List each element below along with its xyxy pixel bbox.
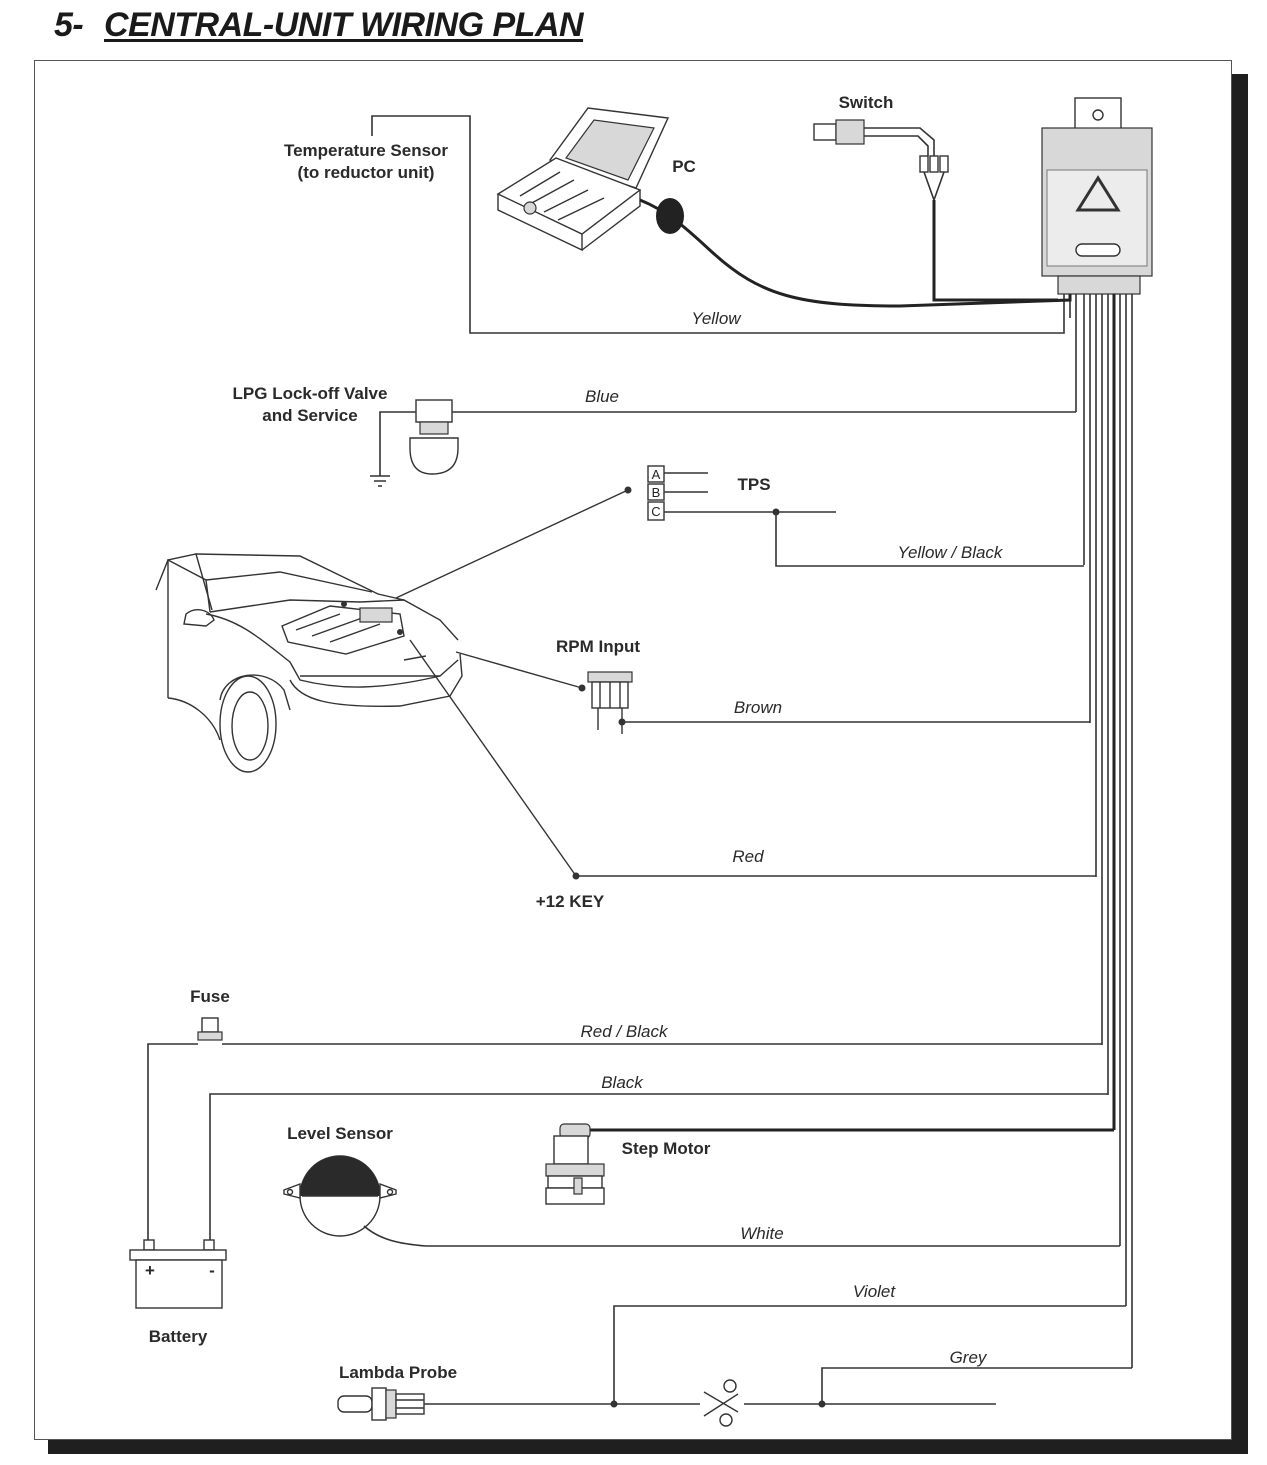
level-sensor: Level Sensor White (283, 1124, 1120, 1247)
cut-point (703, 1379, 739, 1427)
black-wire: Black (209, 1073, 1108, 1244)
tps-label: TPS (737, 475, 770, 494)
scissors-icon (703, 1391, 739, 1417)
wire-label-white: White (740, 1224, 783, 1243)
battery-plus-terminal: + (145, 1261, 155, 1280)
page-title: CENTRAL-UNIT WIRING PLAN (104, 6, 584, 44)
pc-laptop: PC (496, 107, 1072, 308)
fuse: Fuse Red / Black (147, 987, 1102, 1244)
wire-label-red-black: Red / Black (581, 1022, 669, 1041)
brand-logo-icon (1075, 175, 1121, 212)
lambda-probe: Lambda Probe (337, 1363, 996, 1421)
key-input: +12 KEY Red (409, 639, 1096, 911)
lpg-valve-sublabel: and Service (262, 406, 357, 425)
battery: + - Battery (129, 1239, 227, 1346)
wire-label-black: Black (601, 1073, 644, 1092)
rpm-input-label: RPM Input (556, 637, 640, 656)
rpm-input: RPM Input Brown (455, 637, 1090, 734)
step-motor-label: Step Motor (622, 1139, 711, 1158)
central-unit (1041, 97, 1153, 295)
lpg-valve-label: LPG Lock-off Valve (233, 384, 388, 403)
tps-pin-b: B (652, 485, 661, 500)
ground-icon (370, 475, 390, 487)
key-label: +12 KEY (536, 892, 605, 911)
wire-label-violet: Violet (853, 1282, 896, 1301)
switch: Switch (813, 93, 1058, 302)
temperature-sensor: Temperature Sensor (to reductor unit) Ye… (284, 115, 1065, 334)
tps-sensor: A B C TPS Yellow / Black (395, 465, 1084, 599)
tps-pin-a: A (652, 467, 661, 482)
violet-wire: Violet (610, 1282, 1126, 1408)
wire-harness (1063, 294, 1133, 1368)
lpg-lockoff-valve: LPG Lock-off Valve and Service Blue (233, 384, 1076, 487)
grey-wire: Grey (818, 1348, 1132, 1408)
car-illustration (155, 553, 463, 773)
battery-minus-terminal: - (209, 1261, 215, 1280)
section-number: 5- (54, 6, 84, 44)
temperature-sensor-label: Temperature Sensor (284, 141, 448, 160)
temperature-sensor-sublabel: (to reductor unit) (298, 163, 435, 182)
step-motor: Step Motor (545, 1123, 1114, 1205)
wire-label-yellow-black: Yellow / Black (898, 543, 1004, 562)
wire-label-yellow: Yellow (691, 309, 742, 328)
pc-label: PC (672, 157, 696, 176)
wire-label-brown: Brown (734, 698, 782, 717)
wire-label-blue: Blue (585, 387, 619, 406)
fuse-label: Fuse (190, 987, 230, 1006)
wire-label-grey: Grey (950, 1348, 988, 1367)
battery-label: Battery (149, 1327, 208, 1346)
tps-pin-c: C (651, 504, 660, 519)
level-sensor-label: Level Sensor (287, 1124, 393, 1143)
wire-label-red: Red (732, 847, 764, 866)
switch-label: Switch (839, 93, 894, 112)
lambda-probe-label: Lambda Probe (339, 1363, 457, 1382)
